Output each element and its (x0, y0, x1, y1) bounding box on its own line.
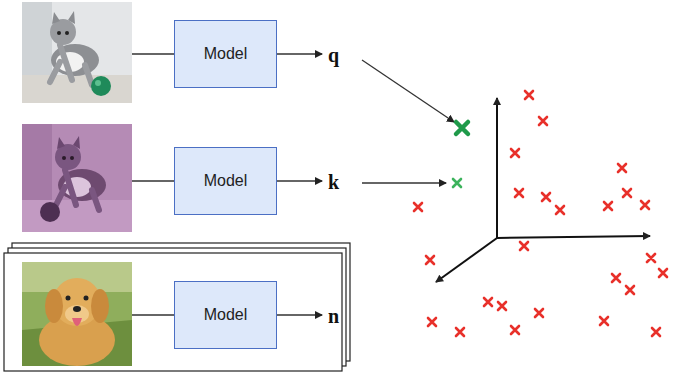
box-label: Model (204, 306, 248, 324)
model-box: Model (174, 20, 277, 88)
wires (132, 54, 454, 315)
model-box: Model (174, 147, 277, 215)
box-label: Model (204, 172, 248, 190)
negative-stack (4, 243, 350, 371)
embedding-symbol: n (328, 306, 339, 326)
cat-photo (22, 2, 132, 103)
cat-photo-augmented (22, 124, 132, 232)
box-label: Model (204, 45, 248, 63)
model-box: Model (174, 281, 277, 349)
positive-embeddings (453, 122, 468, 187)
dog-photo (22, 262, 132, 366)
embedding-symbol: q (328, 45, 339, 65)
axes (436, 98, 650, 282)
embedding-symbol: k (328, 172, 339, 192)
negative-embeddings (414, 91, 667, 336)
